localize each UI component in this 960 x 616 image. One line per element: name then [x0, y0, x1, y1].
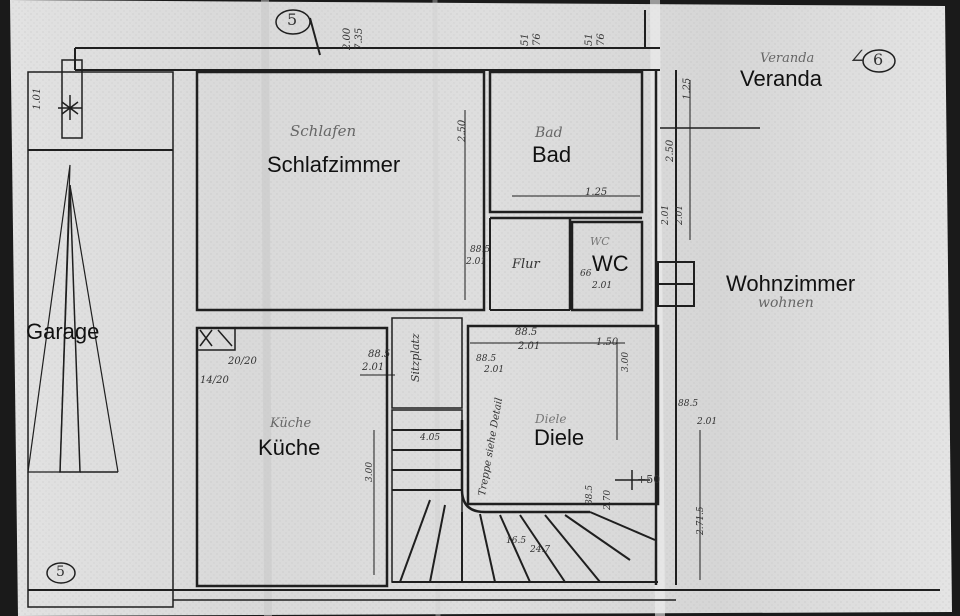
hand-label-kueche: Küche: [270, 416, 312, 431]
wc-outline: [570, 220, 644, 312]
level-mark: +50: [637, 473, 661, 486]
dim-top-5: 51: [584, 33, 595, 46]
dim-stair-1: 4.05: [420, 433, 441, 443]
hand-label-schlafen: Schlafen: [290, 122, 357, 140]
dim-veranda-2: 2.50: [665, 139, 676, 162]
sheet-marker-right: 6: [873, 50, 884, 69]
dim-veranda-1: 1.25: [682, 77, 693, 100]
dim-diele-4: 88.5: [476, 354, 497, 364]
dim-flur-1: 88.5: [470, 245, 491, 255]
hand-label-diele: Diele: [535, 412, 567, 426]
dim-kueche-2: 14/20: [200, 375, 229, 386]
sheet-marker-bottom: 5: [56, 564, 65, 580]
dim-stair-4: 88.5: [585, 484, 595, 505]
hand-label-wohnen: wohnen: [758, 295, 814, 311]
dim-kueche-1: 20/20: [228, 356, 257, 367]
diele-outline: [466, 324, 660, 506]
dim-top-4: 76: [532, 33, 543, 46]
dim-wohn-height: 2.71.5: [696, 506, 706, 535]
room-label-veranda: Veranda: [740, 66, 822, 91]
dim-wc-1: 66: [580, 269, 592, 279]
room-label-wc: WC: [592, 251, 629, 276]
dim-top-3: 51: [520, 33, 531, 46]
angle-mark: ∠: [849, 44, 866, 68]
hand-label-flur: Flur: [512, 257, 540, 272]
garage-outline: [27, 71, 174, 608]
room-label-diele: Diele: [534, 425, 585, 450]
sheet-marker-top: 5: [287, 10, 298, 29]
dim-wohn-2: 2.01: [697, 417, 718, 427]
dim-kueche-4: 2.01: [362, 362, 385, 373]
hand-label-veranda: Veranda: [760, 51, 815, 66]
room-label-bad: Bad: [532, 142, 572, 167]
hand-label-wc: WC: [590, 235, 610, 248]
dim-kueche-3: 88.5: [368, 349, 391, 360]
dim-stair-5: 2.70: [603, 489, 613, 510]
dim-diele-2: 2.01: [518, 341, 541, 352]
dim-diele-3: 1.50: [596, 337, 619, 348]
dim-stair-3: 24.7: [530, 545, 551, 555]
room-label-schlafzimmer: Schlafzimmer: [267, 152, 401, 177]
dim-top-2: 7.35: [354, 27, 365, 50]
dim-wohn-1: 88.5: [678, 399, 699, 409]
schlafzimmer-outline: [195, 70, 486, 312]
kueche-outline: [195, 326, 389, 588]
room-label-wohnzimmer: Wohnzimmer: [726, 271, 856, 296]
dim-right-1: 2.01: [661, 204, 671, 225]
dim-bad-width: 1.25: [585, 187, 608, 198]
dim-flur-2: 2.01: [466, 257, 487, 267]
dim-diele-5: 2.01: [484, 365, 505, 375]
dim-left-top: 1.01: [32, 87, 43, 110]
room-label-kueche: Küche: [258, 435, 321, 460]
hand-label-bad: Bad: [535, 125, 563, 141]
dim-diele-height: 3.00: [621, 351, 631, 372]
bad-outline: [488, 70, 644, 214]
dim-kueche-height: 3.00: [365, 461, 375, 482]
dim-wc-2: 2.01: [592, 281, 613, 291]
dim-right-2: 2.01: [675, 204, 685, 225]
dim-stair-2: 16.5: [506, 536, 527, 546]
dim-top-6: 76: [596, 33, 607, 46]
dim-schlaf-height: 2.50: [457, 119, 468, 142]
hand-label-sitzplatz: Sitzplatz: [409, 333, 422, 382]
dim-top-1: 2.00: [342, 27, 353, 50]
dim-diele-1: 88.5: [515, 327, 538, 338]
room-label-garage: Garage: [26, 319, 100, 344]
